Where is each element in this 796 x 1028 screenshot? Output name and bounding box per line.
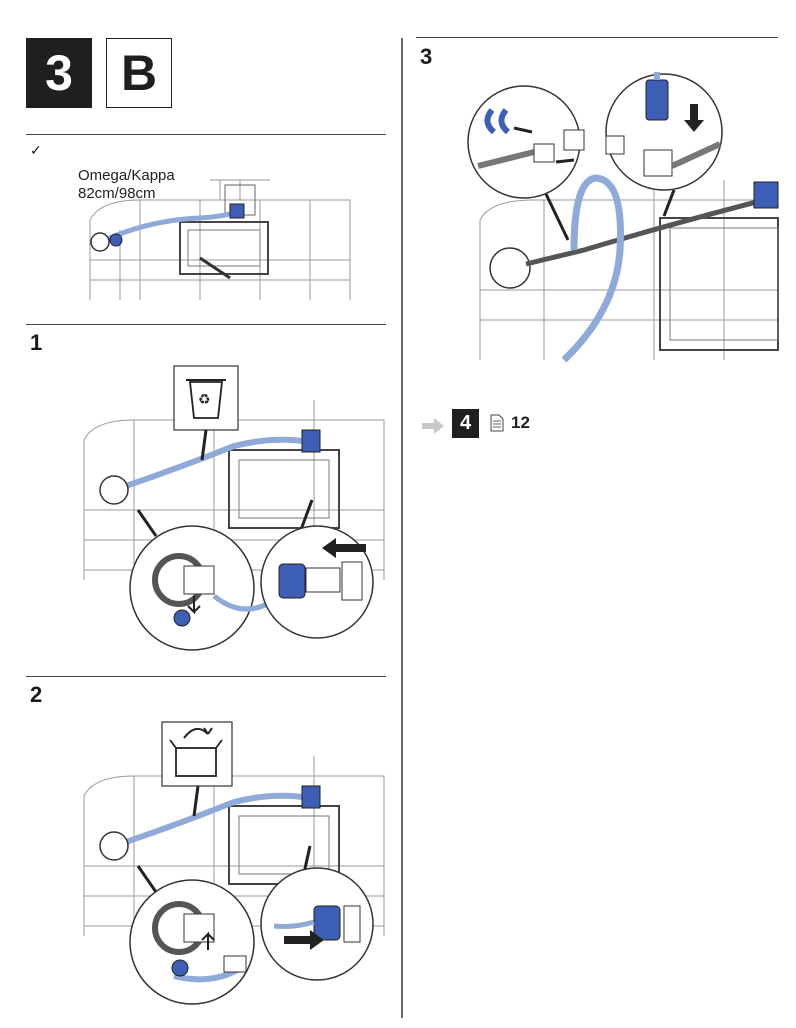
arrow-right-icon bbox=[422, 418, 444, 434]
step-number-2: 2 bbox=[30, 682, 42, 708]
step-group-badge: 3 bbox=[26, 38, 92, 108]
section-rule-step2 bbox=[26, 676, 386, 677]
step2-illustration bbox=[74, 716, 390, 1016]
prereq-check: ✓ bbox=[30, 142, 42, 159]
prereq-illustration bbox=[80, 160, 380, 310]
variant-badge: B bbox=[106, 38, 172, 108]
step1-illustration: ♻ bbox=[74, 360, 390, 660]
step-number-1: 1 bbox=[30, 330, 42, 356]
step-number-3: 3 bbox=[420, 44, 432, 70]
recycle-icon: ♻ bbox=[198, 391, 211, 407]
section-rule-prereq bbox=[26, 134, 386, 135]
next-step-badge: 4 bbox=[452, 409, 479, 438]
section-rule-step3 bbox=[416, 37, 778, 38]
next-page-number: 12 bbox=[511, 413, 530, 433]
step3-illustration bbox=[464, 70, 780, 362]
section-rule-step1 bbox=[26, 324, 386, 325]
document-page-icon bbox=[490, 414, 504, 432]
column-divider bbox=[401, 38, 403, 1018]
